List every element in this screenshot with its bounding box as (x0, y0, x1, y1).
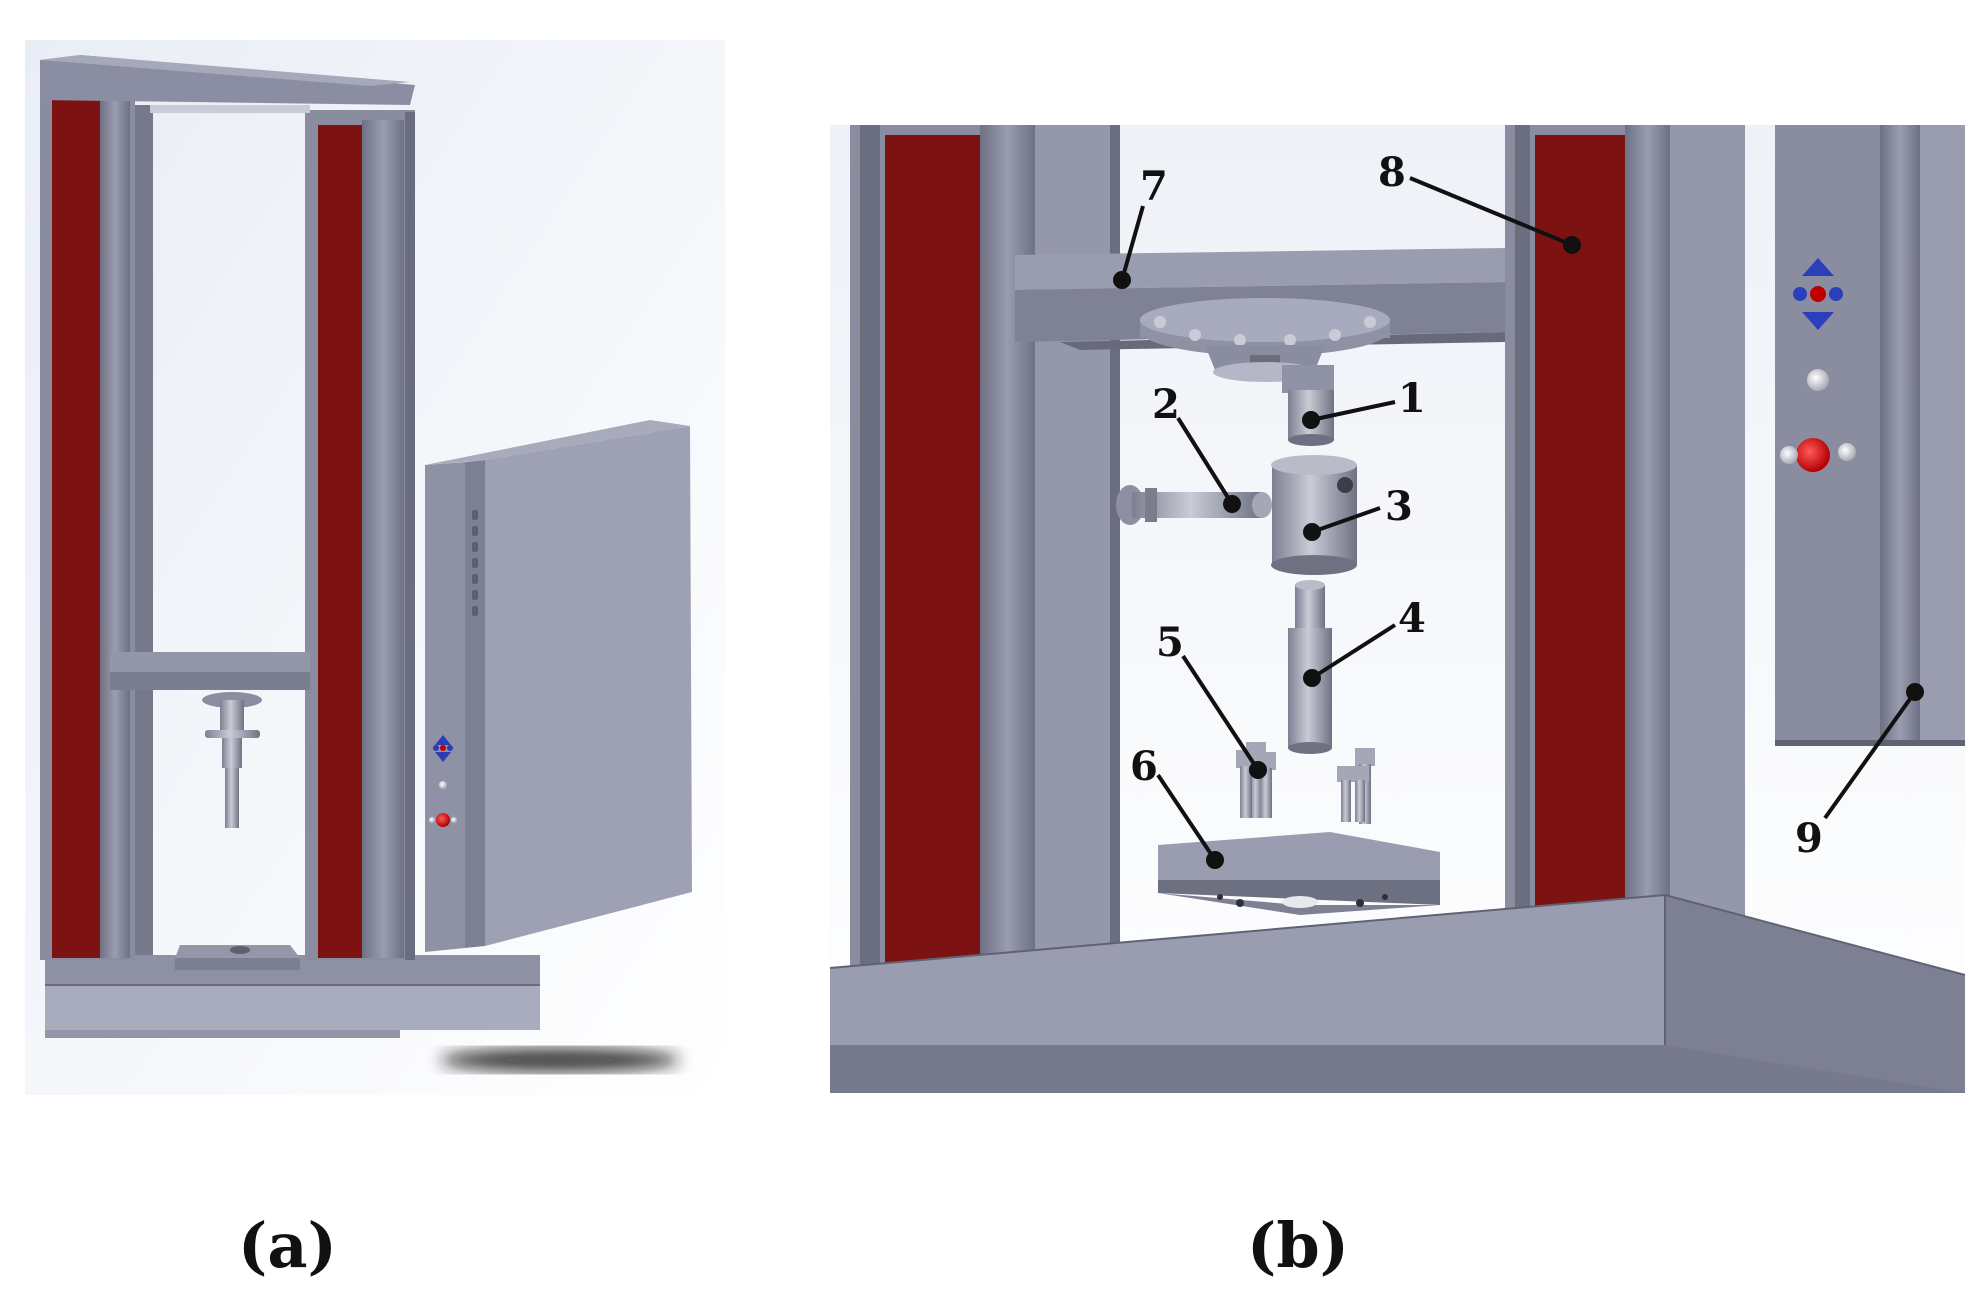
b-machine-base (829, 894, 1966, 1093)
fixture-assembly (202, 692, 262, 828)
bolts (1236, 742, 1375, 824)
control-cabinet (425, 420, 692, 952)
b-control-cabinet (1775, 125, 1965, 746)
lower-platen (175, 945, 300, 970)
callout-6: 6 (1130, 743, 1158, 790)
callout-2: 2 (1152, 381, 1180, 428)
pull-rod (1288, 580, 1332, 754)
callout-5: 5 (1156, 619, 1184, 666)
crosshead (110, 652, 310, 690)
b-left-column (850, 125, 1120, 975)
callout-3: 3 (1385, 483, 1413, 530)
callout-4: 4 (1398, 595, 1426, 642)
callout-numbers: 1 2 3 4 5 6 7 8 9 (1130, 149, 1823, 862)
base-plate (1158, 832, 1440, 915)
load-cell-coupler (1140, 298, 1390, 446)
callout-7: 7 (1140, 163, 1168, 210)
ground-shadow (440, 1048, 680, 1072)
right-column (305, 110, 415, 960)
clevis-block (1271, 455, 1357, 575)
callout-8: 8 (1378, 149, 1406, 196)
panel-a-stop-button (436, 813, 450, 827)
panel-a-jog-buttons (433, 735, 453, 762)
panel-a-indicator (439, 781, 447, 789)
left-column (40, 95, 153, 960)
callout-leaders (1113, 176, 1924, 869)
indicator-light (1807, 369, 1829, 391)
top-beam (40, 55, 415, 113)
jog-buttons (1793, 258, 1843, 330)
panel-b-illustration: 1 2 3 4 5 6 7 8 9 (829, 125, 1966, 1093)
panel-a-illustration (25, 40, 725, 1095)
vent-slots (472, 510, 478, 616)
panel-label-b: (b) (1247, 1209, 1350, 1282)
b-right-column (1505, 125, 1745, 975)
callout-9: 9 (1795, 815, 1823, 862)
callout-1: 1 (1398, 375, 1426, 422)
panel-label-a: (a) (238, 1209, 337, 1282)
connecting-pin (1116, 485, 1272, 525)
emergency-stop-button (1796, 438, 1830, 472)
